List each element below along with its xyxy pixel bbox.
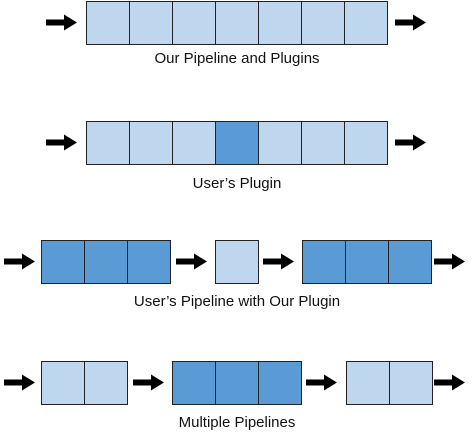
plugin-box (301, 121, 345, 165)
plugin-box (346, 361, 390, 405)
right-arrow-icon (46, 14, 77, 31)
caption-users-pipeline: User’s Pipeline with Our Plugin (133, 293, 341, 310)
right-arrow-icon (263, 253, 294, 270)
plugin-box (344, 121, 388, 165)
plugin-box (129, 1, 173, 45)
pipeline-row (41, 361, 433, 405)
plugin-box (172, 121, 216, 165)
plugin-box-highlighted (172, 361, 216, 405)
right-arrow-icon (395, 134, 426, 151)
plugin-box (258, 1, 302, 45)
right-arrow-icon (176, 253, 207, 270)
right-arrow-icon (306, 374, 337, 391)
right-arrow-icon (4, 374, 35, 391)
right-arrow-icon (4, 253, 35, 270)
plugin-box-highlighted (345, 240, 389, 284)
plugin-box-highlighted (84, 240, 128, 284)
plugin-box-highlighted (258, 361, 302, 405)
plugin-box (129, 121, 173, 165)
right-arrow-icon (434, 374, 465, 391)
caption-multiple-pipelines: Multiple Pipelines (178, 414, 296, 431)
plugin-box (258, 121, 302, 165)
plugin-box (215, 240, 259, 284)
caption-our-pipeline: Our Pipeline and Plugins (154, 50, 320, 67)
plugin-box-highlighted (215, 361, 259, 405)
plugin-box (86, 121, 130, 165)
pipeline-row (86, 121, 388, 165)
plugin-box (41, 361, 85, 405)
right-arrow-icon (133, 374, 164, 391)
plugin-box-highlighted (127, 240, 171, 284)
plugin-box (344, 1, 388, 45)
pipeline-row (41, 240, 432, 284)
plugin-box (86, 1, 130, 45)
right-arrow-icon (46, 134, 77, 151)
plugin-box (172, 1, 216, 45)
plugin-box (389, 361, 433, 405)
right-arrow-icon (395, 14, 426, 31)
caption-users-plugin: User’s Plugin (192, 175, 282, 192)
plugin-box (84, 361, 128, 405)
right-arrow-icon (434, 253, 465, 270)
plugin-box (301, 1, 345, 45)
plugin-box-highlighted (215, 121, 259, 165)
pipeline-row (86, 1, 388, 45)
plugin-box-highlighted (388, 240, 432, 284)
plugin-box-highlighted (302, 240, 346, 284)
plugin-box (215, 1, 259, 45)
plugin-box-highlighted (41, 240, 85, 284)
